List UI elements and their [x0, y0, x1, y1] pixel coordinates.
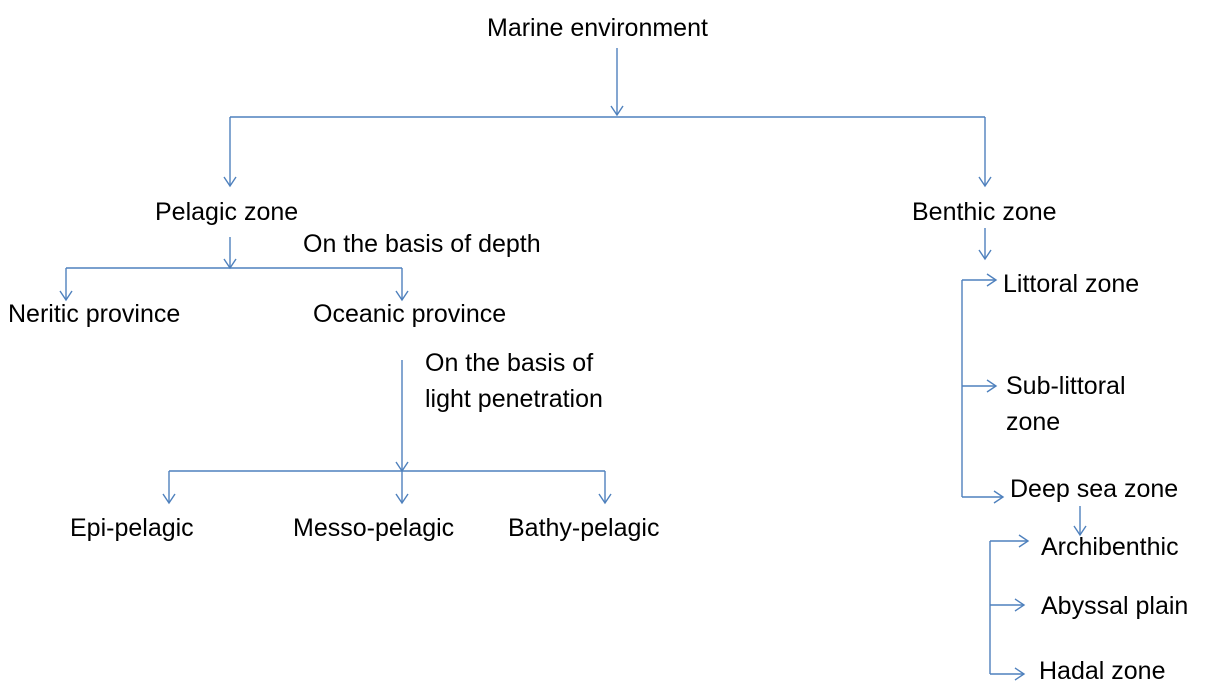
- node-benthic-zone: Benthic zone: [912, 198, 1057, 226]
- node-marine-environment: Marine environment: [487, 14, 708, 42]
- arrowhead-deepsea: [993, 490, 1005, 504]
- arrowhead-oceanic: [395, 290, 409, 302]
- node-epi-pelagic: Epi-pelagic: [70, 514, 194, 542]
- arrowhead-root: [610, 105, 624, 117]
- arrowhead-pelagic: [223, 176, 237, 188]
- arrowhead-archibenthic: [1018, 534, 1030, 548]
- node-hadal-zone: Hadal zone: [1039, 657, 1166, 685]
- arrowhead-sublittoral: [986, 379, 998, 393]
- node-abyssal-plain: Abyssal plain: [1041, 592, 1189, 620]
- node-sub-littoral-line-1: Sub-littoral: [1006, 372, 1126, 400]
- node-archibenthic: Archibenthic: [1041, 533, 1179, 561]
- arrowhead-benthic-down: [978, 249, 992, 261]
- arrowhead-abyssal: [1014, 598, 1026, 612]
- arrowhead-benthic: [978, 176, 992, 188]
- node-messo-pelagic: Messo-pelagic: [293, 514, 455, 542]
- arrowhead-neritic: [59, 290, 73, 302]
- node-bathy-pelagic: Bathy-pelagic: [508, 514, 660, 542]
- note-basis-of-light-line-1: On the basis of: [425, 349, 594, 377]
- arrowhead-littoral: [986, 273, 998, 287]
- note-basis-of-depth: On the basis of depth: [303, 230, 541, 258]
- arrowhead-messo: [395, 493, 409, 505]
- arrowhead-epi: [162, 493, 176, 505]
- arrowhead-deepsea-down: [1073, 525, 1087, 537]
- node-deep-sea-zone: Deep sea zone: [1010, 475, 1179, 503]
- node-neritic-province: Neritic province: [8, 300, 181, 328]
- note-basis-of-light-line-2: light penetration: [425, 385, 603, 413]
- arrowhead-hadal: [1014, 667, 1026, 681]
- node-oceanic-province: Oceanic province: [313, 300, 507, 328]
- node-littoral-zone: Littoral zone: [1003, 270, 1140, 298]
- node-sub-littoral-line-2: zone: [1006, 408, 1061, 436]
- arrowhead-bathy: [598, 493, 612, 505]
- node-pelagic-zone: Pelagic zone: [155, 198, 299, 226]
